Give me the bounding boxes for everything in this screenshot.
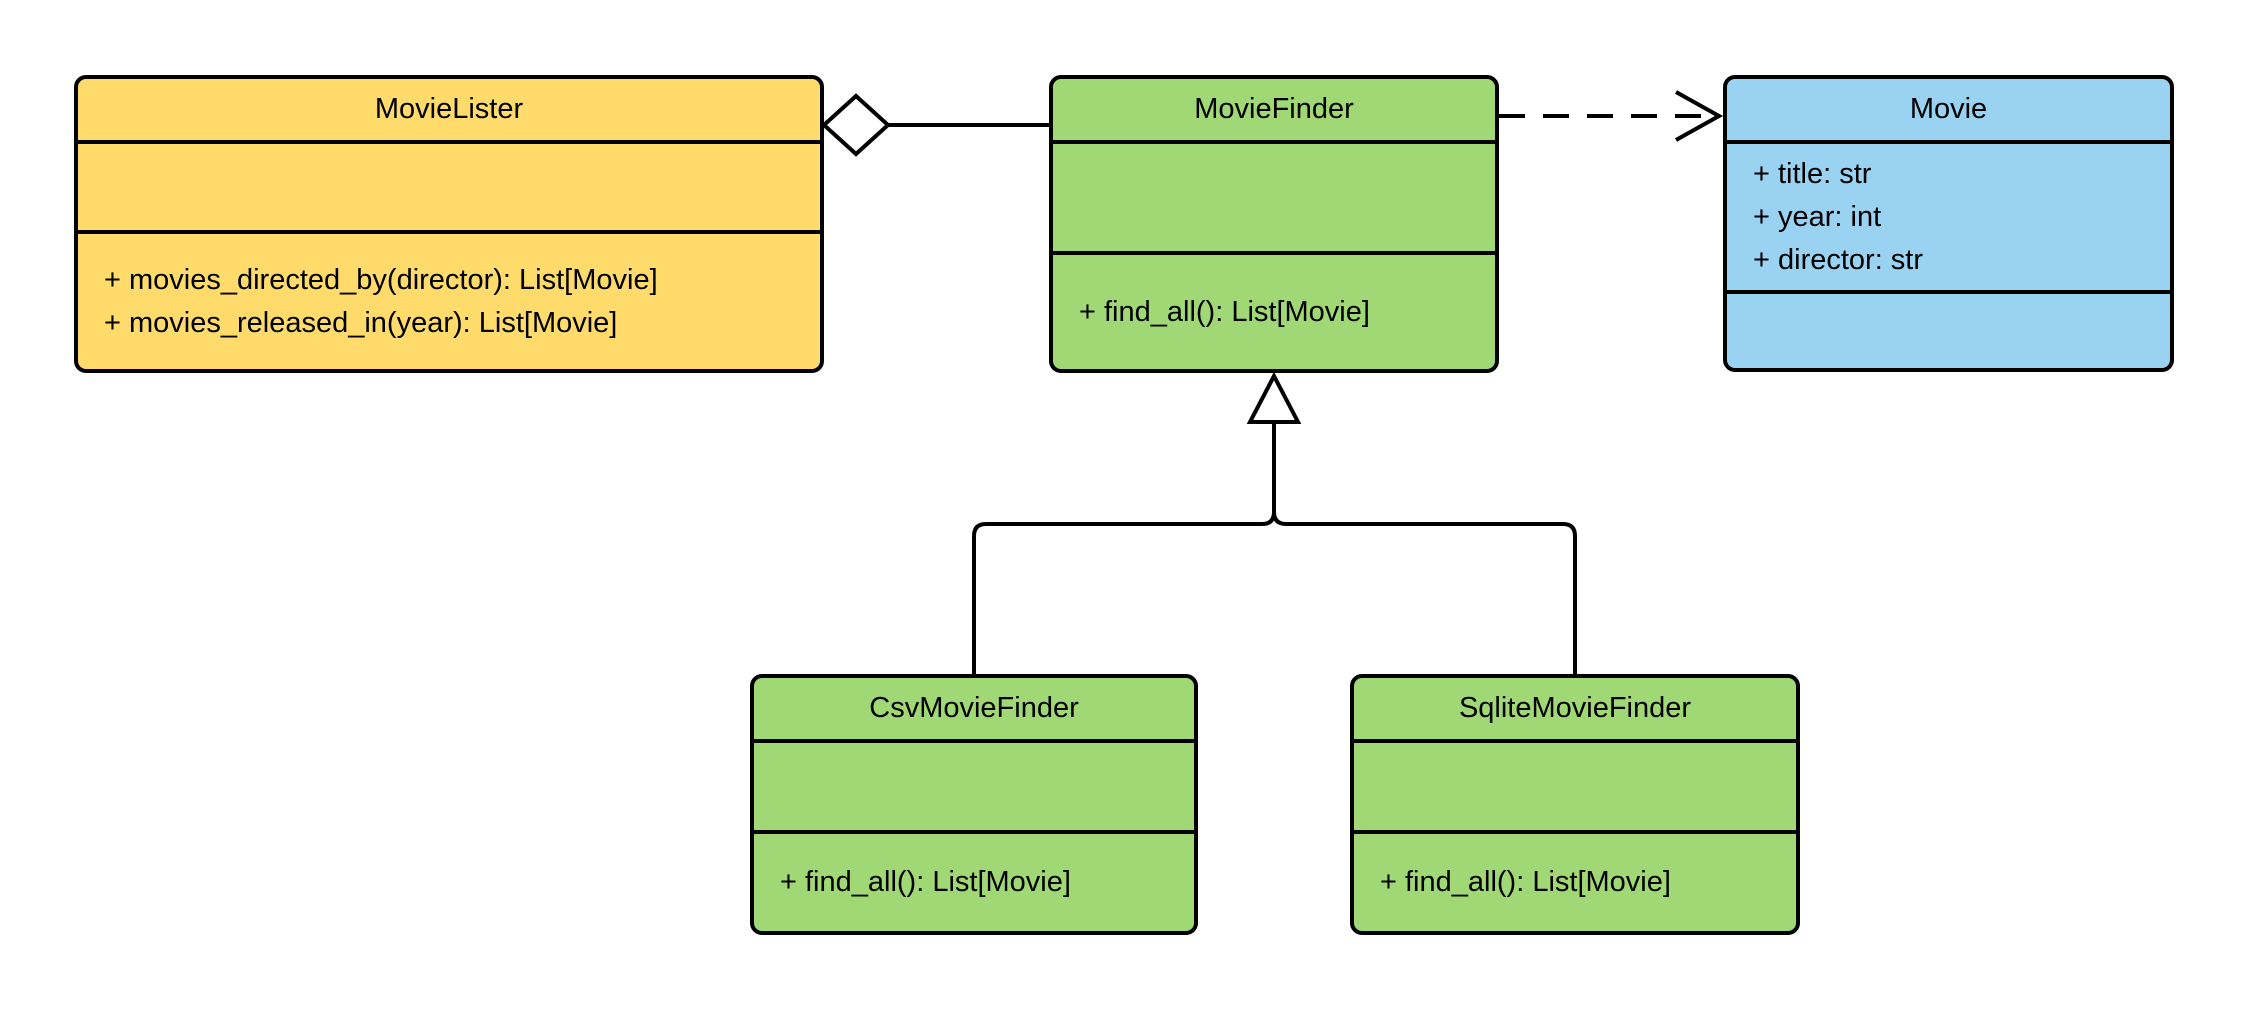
class-movielister: MovieLister + movies_directed_by(directo…	[74, 75, 824, 373]
class-csvmoviefinder-title: CsvMovieFinder	[754, 678, 1194, 743]
class-moviefinder-title: MovieFinder	[1053, 79, 1495, 144]
class-movielister-title: MovieLister	[78, 79, 820, 144]
method-line: + movies_directed_by(director): List[Mov…	[104, 263, 658, 296]
aggregation-diamond-icon	[821, 93, 891, 157]
class-movie-attributes: + title: str + year: int + director: str	[1727, 144, 2170, 294]
class-sqlitemoviefinder-methods: + find_all(): List[Movie]	[1354, 834, 1796, 931]
class-moviefinder: MovieFinder + find_all(): List[Movie]	[1049, 75, 1499, 373]
attribute-line: + director: str	[1753, 243, 1924, 276]
dependency-open-arrowhead-icon	[1675, 90, 1724, 142]
class-sqlitemoviefinder: SqliteMovieFinder + find_all(): List[Mov…	[1350, 674, 1800, 935]
class-name: Movie	[1909, 93, 1988, 125]
class-moviefinder-attributes	[1053, 144, 1495, 255]
method-line: + find_all(): List[Movie]	[1079, 295, 1370, 328]
class-name: MovieFinder	[1194, 93, 1354, 125]
generalization-connector	[972, 371, 1577, 676]
class-movie-methods	[1727, 294, 2170, 368]
attribute-line: + title: str	[1753, 157, 1872, 190]
aggregation-connector	[821, 93, 1051, 157]
method-line: + find_all(): List[Movie]	[780, 866, 1071, 898]
generalization-line-csv	[972, 424, 1276, 676]
class-movielister-methods: + movies_directed_by(director): List[Mov…	[78, 234, 820, 369]
class-sqlitemoviefinder-title: SqliteMovieFinder	[1354, 678, 1796, 743]
class-name: MovieLister	[374, 93, 524, 125]
dependency-connector	[1499, 90, 1724, 142]
class-csvmoviefinder: CsvMovieFinder + find_all(): List[Movie]	[750, 674, 1198, 935]
method-line: + find_all(): List[Movie]	[1380, 866, 1671, 898]
class-movie-title: Movie	[1727, 79, 2170, 144]
class-csvmoviefinder-methods: + find_all(): List[Movie]	[754, 834, 1194, 931]
class-moviefinder-methods: + find_all(): List[Movie]	[1053, 255, 1495, 369]
class-movie: Movie + title: str + year: int + directo…	[1723, 75, 2174, 372]
class-movielister-attributes	[78, 144, 820, 234]
class-name: CsvMovieFinder	[869, 692, 1079, 724]
generalization-line-sqlite	[1272, 424, 1577, 676]
class-csvmoviefinder-attributes	[754, 743, 1194, 834]
generalization-triangle-icon	[1246, 371, 1302, 424]
attribute-line: + year: int	[1753, 200, 1882, 233]
method-line: + movies_released_in(year): List[Movie]	[104, 306, 618, 339]
class-name: SqliteMovieFinder	[1458, 692, 1692, 724]
class-sqlitemoviefinder-attributes	[1354, 743, 1796, 834]
